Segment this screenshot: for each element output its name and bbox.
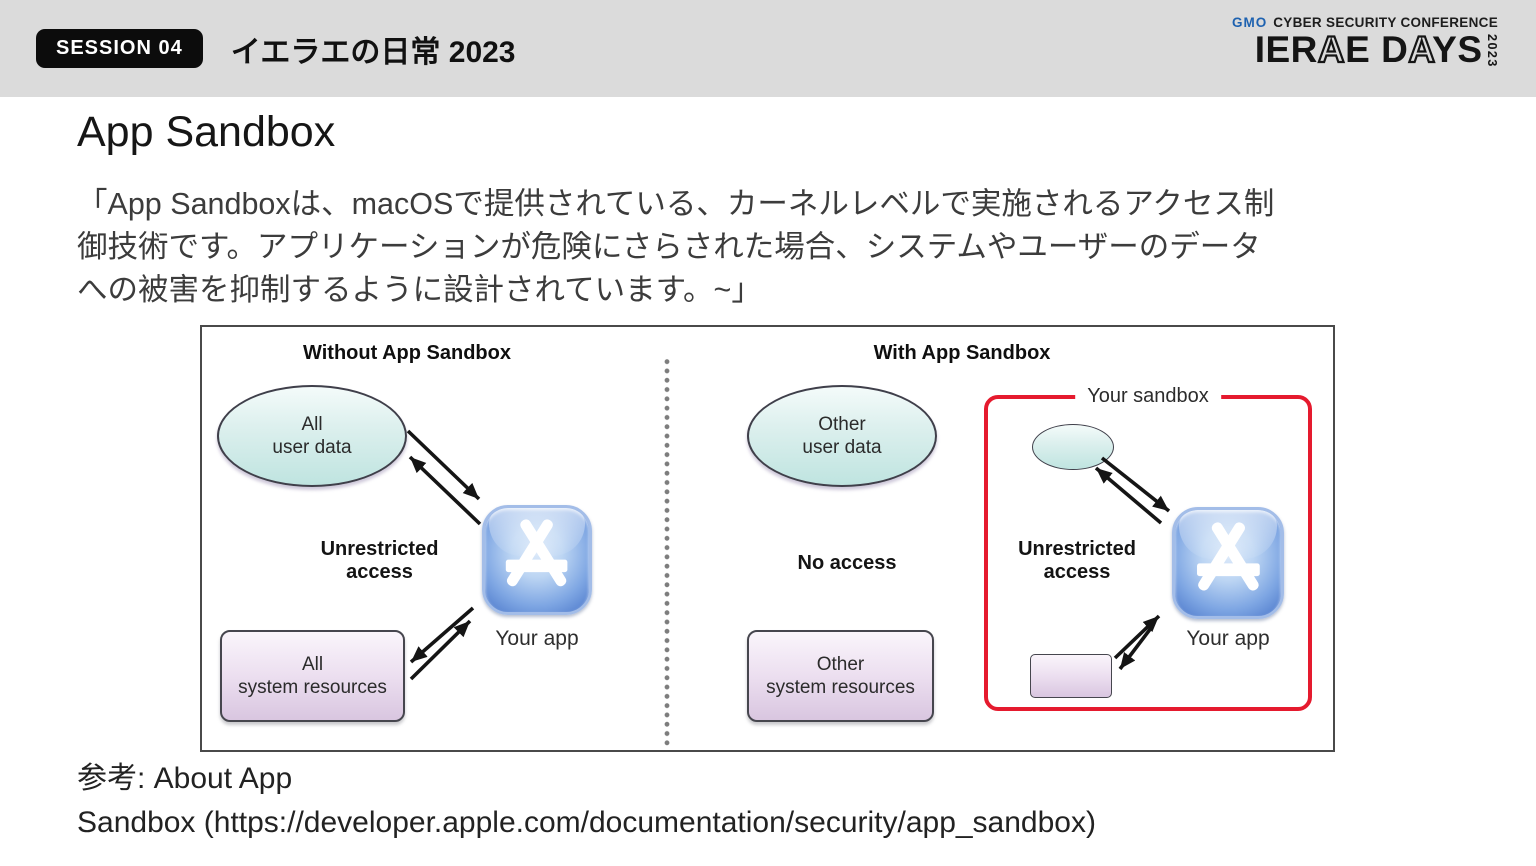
app-store-glyph (1196, 521, 1260, 591)
dotted-divider-line (663, 357, 671, 749)
app-store-icon (1172, 507, 1284, 619)
app-sandbox-diagram: Without App Sandbox With App Sandbox All… (200, 325, 1335, 752)
box-label-line: Other (816, 654, 865, 675)
reference-line: 参考: About App (77, 762, 293, 795)
brand-letters: YS (1432, 29, 1483, 70)
sandboxed-system-resource-box (1030, 654, 1112, 698)
arrow-app-to-userdata-left (408, 455, 482, 526)
paragraph-line: 「App Sandboxは、macOSで提供されている、カーネルレベルで実施され… (77, 187, 1275, 221)
gmo-logo-text: GMO (1231, 15, 1268, 30)
your-app-label-right: Your app (1186, 627, 1270, 650)
ellipse-label-line: Other (818, 414, 866, 435)
arrow-userdata-to-app-left (406, 429, 481, 501)
brand-letters: IER (1254, 29, 1318, 70)
page-title: App Sandbox (77, 108, 336, 156)
paragraph-line: への被害を抑制するように設計されています。~」 (77, 273, 762, 307)
conference-logo: GMO CYBER SECURITY CONFERENCE IERAE DAYS … (1232, 15, 1499, 70)
access-label-line: Unrestricted (1018, 538, 1136, 560)
ellipse-label-line: user data (272, 437, 352, 458)
description-paragraph: 「App Sandboxは、macOSで提供されている、カーネルレベルで実施され… (77, 183, 1477, 312)
access-label-line: Unrestricted (320, 538, 439, 560)
app-store-glyph (506, 519, 568, 587)
all-system-resources-box: All system resources (220, 630, 405, 722)
box-label-line: All (301, 654, 324, 675)
your-sandbox-label: Your sandbox (1075, 385, 1221, 408)
box-label-line: system resources (766, 677, 915, 698)
brand-logo: IERAE DAYS 2023 (1232, 29, 1499, 70)
no-access-label: No access (797, 552, 897, 574)
session-badge: SESSION 04 (36, 29, 203, 68)
sandbox-boundary: Your sandbox (984, 385, 1312, 711)
ellipse-label-line: user data (802, 437, 882, 458)
unrestricted-access-label-left: Unrestricted access (277, 538, 482, 584)
your-app-label-left: Your app (495, 627, 579, 650)
brand-stylized-a-icon: A (1317, 29, 1346, 70)
other-user-data-ellipse: Other user data (747, 385, 937, 487)
panel-title-with-sandbox: With App Sandbox (873, 342, 1051, 364)
sandboxed-user-data-ellipse (1032, 424, 1114, 470)
reference-line: Sandbox (https://developer.apple.com/doc… (77, 805, 1096, 839)
box-label-line: system resources (238, 677, 387, 698)
access-label-line: access (346, 561, 413, 583)
all-user-data-ellipse: All user data (217, 385, 407, 487)
access-label-line: access (1043, 561, 1111, 583)
app-store-icon (482, 505, 592, 615)
conference-logo-topline: GMO CYBER SECURITY CONFERENCE (1232, 15, 1498, 30)
reference-text: 参考: About App Sandbox (https://developer… (77, 757, 1096, 844)
brand-stylized-a-icon: A (1407, 29, 1433, 70)
brand-wordmark: IERAE DAYS (1254, 29, 1483, 70)
header-title: イエラエの日常 2023 (230, 35, 516, 69)
unrestricted-access-label-right: Unrestricted access (972, 538, 1182, 584)
ellipse-label-line: All (301, 414, 323, 435)
header-bar: SESSION 04 イエラエの日常 2023 GMO CYBER SECURIT… (0, 0, 1536, 97)
panel-title-without-sandbox: Without App Sandbox (303, 342, 511, 364)
conference-name-label: CYBER SECURITY CONFERENCE (1273, 15, 1498, 30)
brand-letters: E D (1345, 29, 1409, 70)
brand-year-label: 2023 (1485, 34, 1499, 68)
other-system-resources-box: Other system resources (747, 630, 934, 722)
paragraph-line: 御技術です。アプリケーションが危険にさらされた場合、システムやユーザーのデータ (77, 230, 1261, 264)
